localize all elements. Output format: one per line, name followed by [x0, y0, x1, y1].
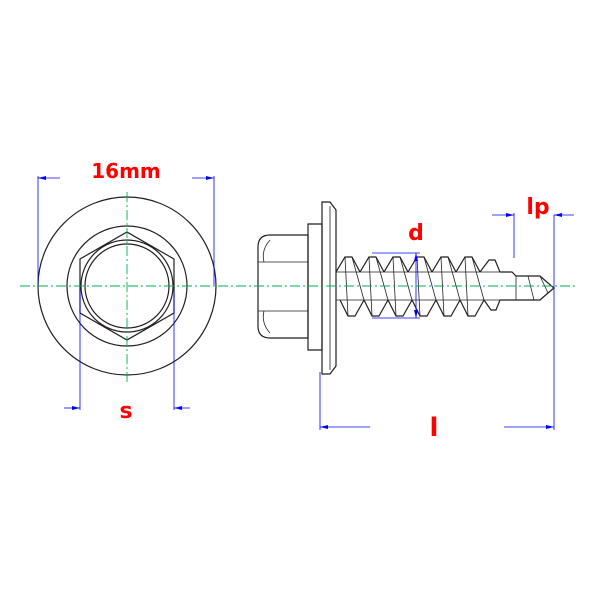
drill-flute-2 — [527, 275, 535, 301]
label-l: l — [430, 413, 439, 443]
washer-side — [321, 201, 337, 375]
dim-s-arrow-right — [174, 406, 182, 410]
label-16mm: 16mm — [91, 159, 161, 183]
side-view — [257, 201, 574, 430]
thread-profile — [335, 256, 501, 317]
thread-crossings — [344, 256, 485, 317]
dim-lp-arrow-right — [554, 213, 562, 217]
dim-s-arrow-left — [72, 406, 80, 410]
dim-lp-arrow-left — [506, 213, 514, 217]
hex-head-chamfer-bottom — [262, 310, 271, 334]
flange-side — [307, 223, 323, 351]
dim-d-arrow-bottom — [414, 310, 418, 318]
hex-head-chamfer-top — [262, 239, 271, 263]
dim-d-arrow-top — [414, 253, 418, 261]
label-s: s — [119, 399, 132, 424]
drill-flute-3 — [539, 275, 549, 294]
end-view — [37, 176, 217, 410]
dim-16mm-arrow-left — [38, 176, 46, 180]
label-lp: lp — [526, 195, 549, 220]
dim-16mm-arrow-right — [206, 176, 214, 180]
label-d: d — [408, 221, 424, 246]
dim-l-arrow-right — [546, 425, 554, 429]
dim-l-arrow-left — [320, 425, 328, 429]
hex-head-side — [257, 234, 309, 339]
